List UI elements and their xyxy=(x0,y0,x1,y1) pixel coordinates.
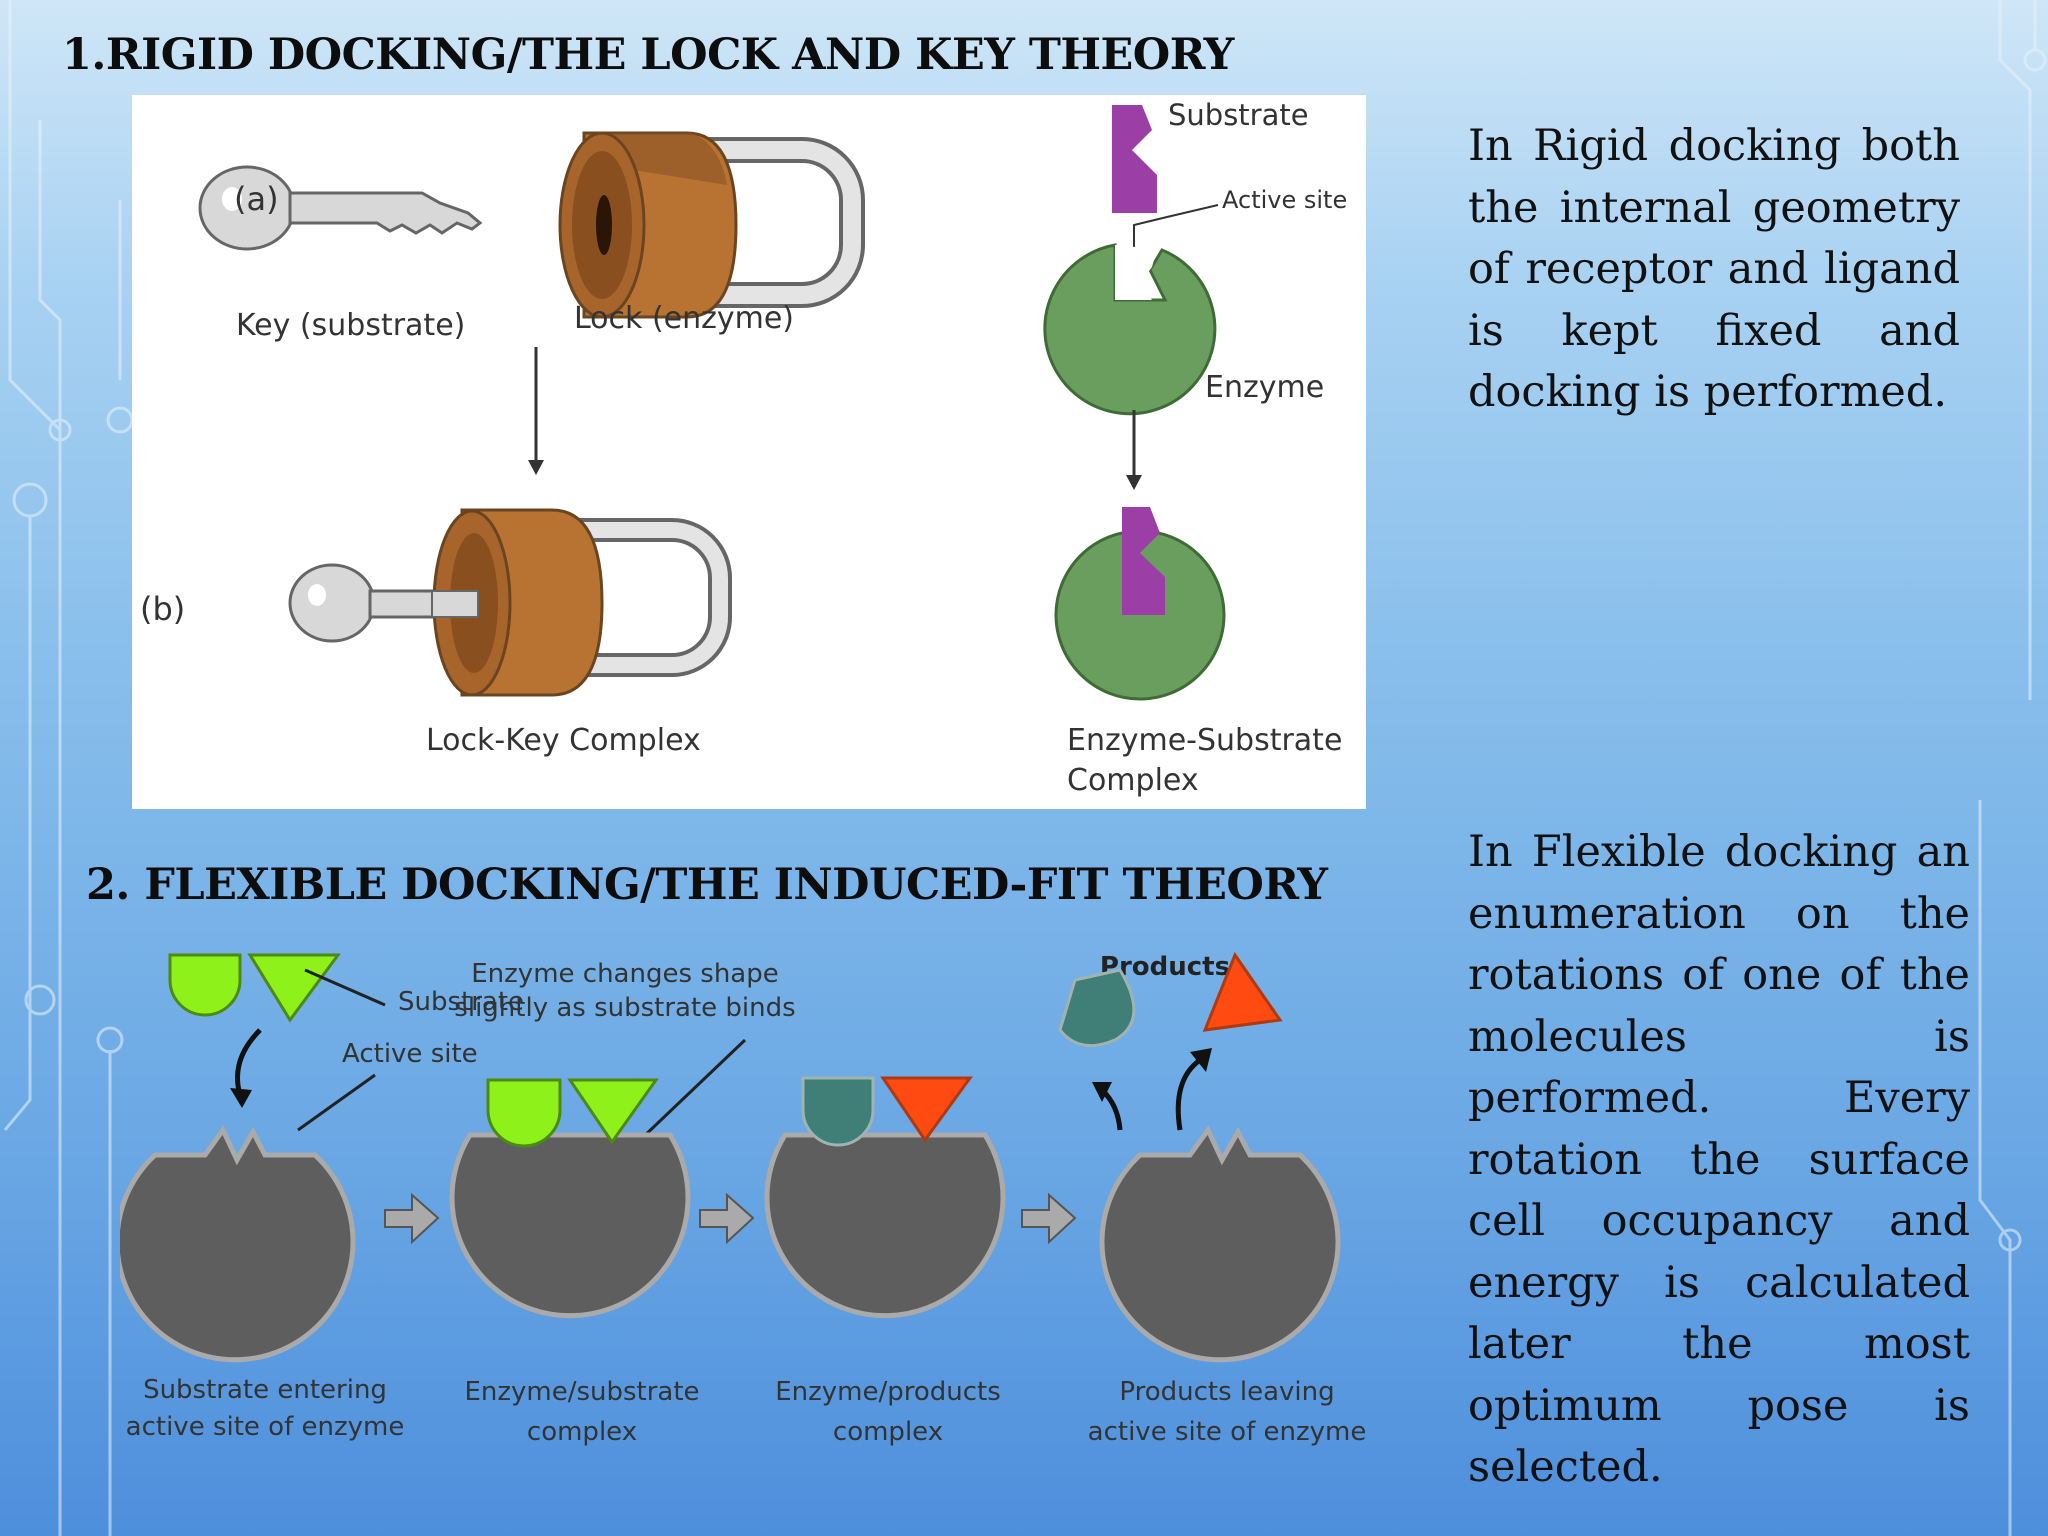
key-icon xyxy=(198,165,483,251)
shape-change-label-line2: slightly as substrate binds xyxy=(454,993,795,1023)
enzyme-step4 xyxy=(1099,1125,1341,1363)
induced-fit-diagram: Substrate Active site Enzyme changes sha… xyxy=(114,951,1367,1447)
step4-caption-line2: active site of enzyme xyxy=(1088,1417,1367,1447)
enzyme-step3 xyxy=(764,1132,1006,1319)
lock-key-complex-icon xyxy=(288,508,732,697)
enzyme-step2 xyxy=(449,1132,691,1319)
substrate-label: Substrate xyxy=(398,987,524,1017)
active-site-label: Active site xyxy=(1222,186,1347,214)
substrate-shape xyxy=(1112,105,1157,213)
label-a: (a) xyxy=(234,180,279,218)
lock-key-complex-label: Lock-Key Complex xyxy=(426,723,701,758)
enzyme-step1 xyxy=(114,1125,356,1363)
lock-label: Lock (enzyme) xyxy=(574,301,794,336)
step4-caption-line1: Products leaving xyxy=(1119,1377,1334,1407)
lock-and-key-figure: (a) Key (substrate) Lock (enzyme) (b) Lo… xyxy=(132,95,1366,809)
product-teal xyxy=(1058,968,1136,1048)
enzyme-label: Enzyme xyxy=(1205,370,1324,405)
step3-caption-line2: complex xyxy=(833,1417,943,1447)
step1-caption-line2: active site of enzyme xyxy=(126,1412,405,1442)
section1-heading: 1.RIGID DOCKING/THE LOCK AND KEY THEORY xyxy=(62,30,1234,80)
arrow-1 xyxy=(384,1192,440,1245)
induced-fit-figure: Substrate Active site Enzyme changes sha… xyxy=(114,930,1370,1460)
substrate-half-circle xyxy=(168,953,242,1017)
substrate-triangle xyxy=(247,953,341,1023)
key-label: Key (substrate) xyxy=(236,308,465,343)
es-complex-label-line2: Complex xyxy=(1067,763,1199,798)
step3-caption-line1: Enzyme/products xyxy=(775,1377,1001,1407)
label-b: (b) xyxy=(140,590,185,628)
product-orange xyxy=(1202,951,1283,1032)
circuit-decoration-left xyxy=(3,0,134,1536)
arrow-2 xyxy=(699,1192,755,1245)
circuit-decoration-right xyxy=(1978,0,2047,1536)
step2-caption-line1: Enzyme/substrate xyxy=(464,1377,699,1407)
shape-change-label-line1: Enzyme changes shape xyxy=(471,959,778,989)
rigid-docking-description: In Rigid docking both the internal geome… xyxy=(1468,121,1960,417)
step2-caption-line2: complex xyxy=(527,1417,637,1447)
enzyme-substrate-complex-shape xyxy=(1054,507,1226,701)
substrate-label: Substrate xyxy=(1168,98,1309,132)
lock-icon xyxy=(558,131,865,319)
arrow-3 xyxy=(1021,1192,1077,1245)
enzyme-shape xyxy=(1043,243,1217,416)
lock-and-key-diagram: (a) Key (substrate) Lock (enzyme) (b) Lo… xyxy=(140,98,1347,798)
section2-heading: 2. FLEXIBLE DOCKING/THE INDUCED-FIT THEO… xyxy=(86,860,1328,910)
step1-caption-line1: Substrate entering xyxy=(143,1375,387,1405)
active-site-label: Active site xyxy=(342,1039,478,1069)
es-complex-label-line1: Enzyme-Substrate xyxy=(1067,723,1342,758)
flexible-docking-description: In Flexible docking an enumeration on th… xyxy=(1468,827,1970,1492)
